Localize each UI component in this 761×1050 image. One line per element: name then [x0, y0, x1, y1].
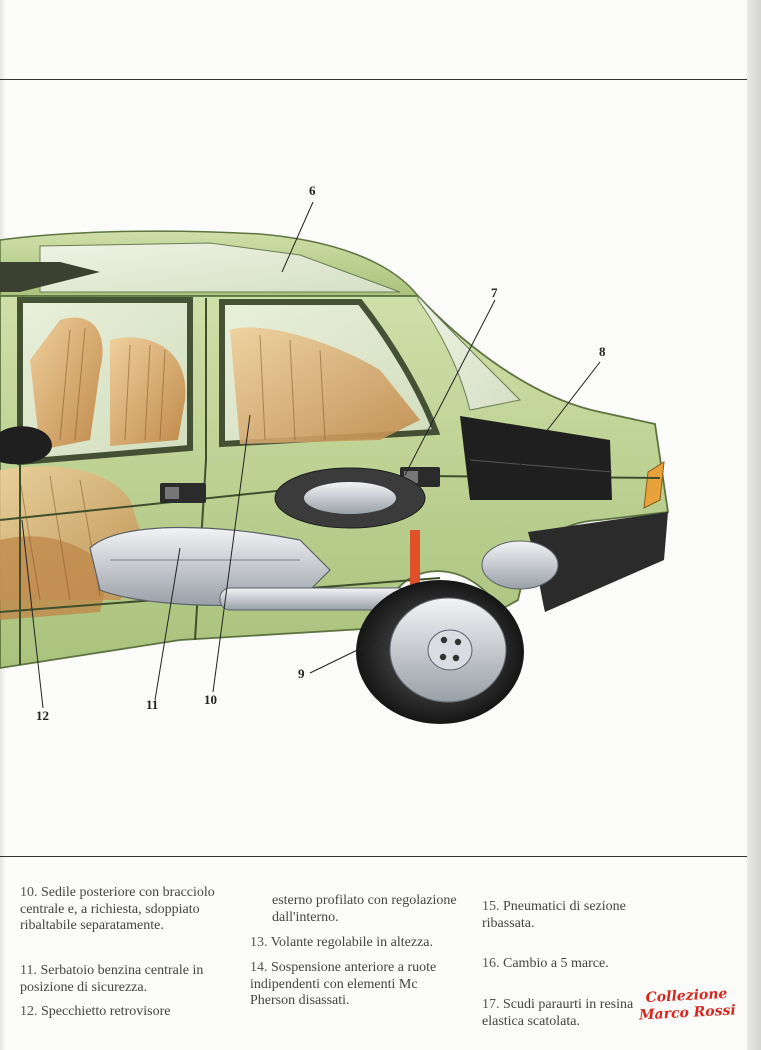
exhaust-system [219, 530, 559, 611]
car-cutaway-illustration [0, 201, 670, 724]
legend-text: Scudi paraurti in resina elastica scatol… [482, 997, 634, 1029]
car-roof [0, 230, 420, 297]
collection-watermark: Collezione Marco Rossi [631, 985, 743, 1025]
trunk-compartment [460, 416, 613, 500]
callout-10: 10 [204, 692, 217, 707]
legend-text: Serbatoio benzina centrale in posizione … [20, 963, 204, 995]
legend-item-16: 16. Cambio a 5 marce. [482, 956, 682, 973]
legend-number: 10. [20, 885, 38, 900]
legend-text: Sospensione anteriore a ruote indipenden… [250, 960, 437, 1008]
rear-wheel [356, 580, 524, 724]
bottom-rule [0, 856, 747, 857]
legend-number: 16. [482, 956, 500, 971]
fuel-tank [89, 526, 331, 607]
leader-lines [21, 201, 601, 709]
legend-text: esterno profilato con regolazione dall'i… [272, 893, 457, 925]
legend-item-12-cont: esterno profilato con regolazione dall'i… [272, 893, 462, 926]
legend-text: Sedile posteriore con bracciolo centrale… [20, 885, 215, 933]
legend-text: Pneumatici di sezione ribassata. [482, 899, 626, 931]
legend-text: Specchietto retrovisore [41, 1004, 171, 1019]
legend-item-14: 14. Sospensione anteriore a ruote indipe… [250, 960, 460, 1010]
legend-text: Cambio a 5 marce. [503, 956, 609, 971]
legend-number: 13. [250, 935, 268, 950]
top-rule [0, 79, 747, 80]
callout-12: 12 [36, 708, 49, 723]
legend-number: 15. [482, 899, 500, 914]
legend-item-11: 11. Serbatoio benzina centrale in posizi… [20, 963, 240, 996]
page-right-edge [747, 0, 761, 1050]
callout-8: 8 [599, 344, 606, 359]
legend-text: Volante regolabile in altezza. [270, 935, 433, 950]
rear-seat [0, 317, 420, 620]
legend-number: 12. [20, 1004, 38, 1019]
spare-wheel [274, 467, 426, 529]
callout-7: 7 [491, 285, 498, 300]
legend-item-12: 12. Specchietto retrovisore [20, 1004, 240, 1021]
legend-item-13: 13. Volante regolabile in altezza. [250, 935, 475, 952]
door-handles [160, 467, 440, 503]
legend-number: 11. [20, 963, 37, 978]
callout-6: 6 [309, 183, 316, 198]
legend-number: 17. [482, 997, 500, 1012]
legend-item-10: 10. Sedile posteriore con bracciolo cent… [20, 885, 240, 935]
legend-item-15: 15. Pneumatici di sezione ribassata. [482, 899, 672, 932]
legend-number: 14. [250, 960, 268, 975]
side-mirror [0, 426, 52, 465]
callout-11: 11 [146, 697, 159, 712]
callout-9: 9 [298, 666, 305, 681]
legend-item-17: 17. Scudi paraurti in resina elastica sc… [482, 997, 652, 1030]
